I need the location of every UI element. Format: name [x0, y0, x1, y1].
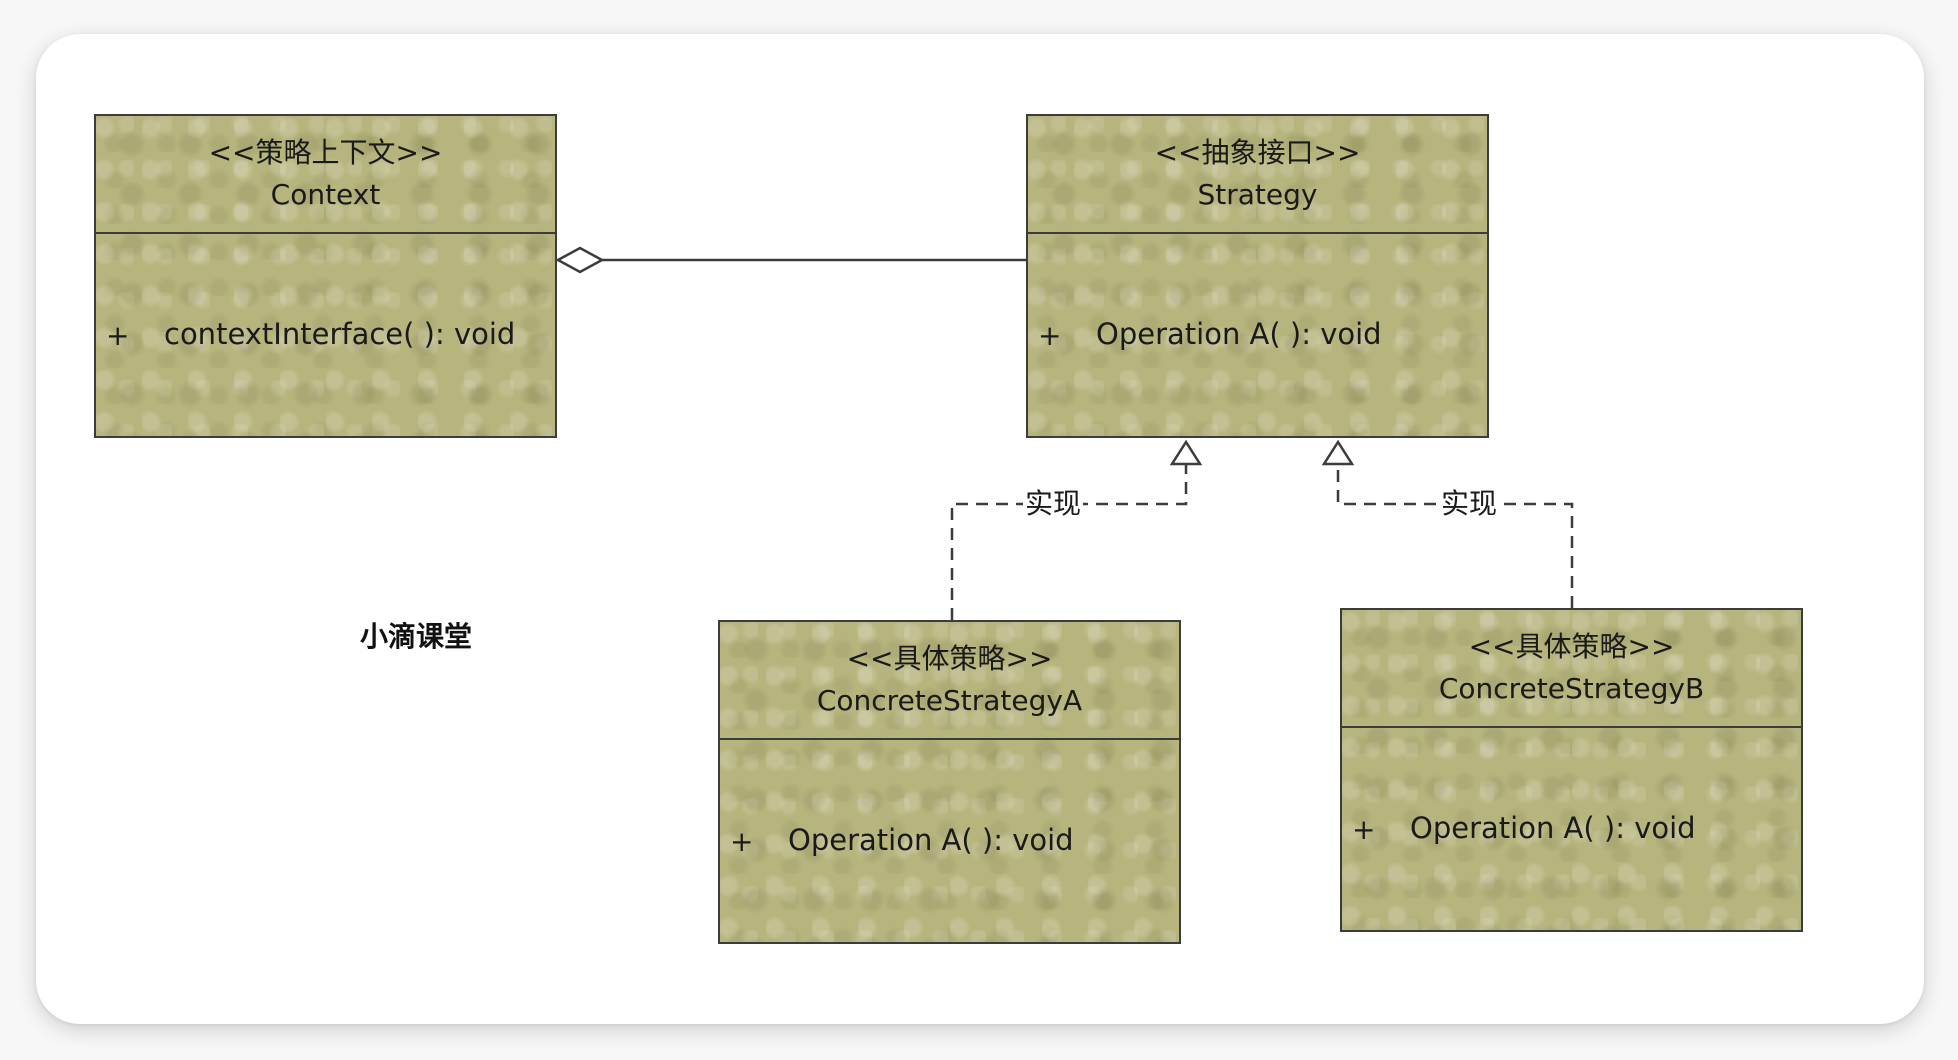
watermark-text: 小滴课堂 — [360, 620, 473, 653]
concrete-strategy-a-stereotype: <<具体策略>> — [846, 642, 1053, 675]
context-class-header: <<策略上下文>> Context — [96, 116, 555, 234]
context-method-visibility: + — [106, 319, 130, 352]
realization-b-label: 实现 — [1439, 487, 1500, 520]
realization-b-arrowhead — [1321, 439, 1355, 466]
concrete-strategy-b-class[interactable]: <<具体策略>> ConcreteStrategyB + Operation A… — [1340, 608, 1803, 932]
realization-a-line — [950, 464, 1188, 620]
context-stereotype: <<策略上下文>> — [208, 136, 443, 169]
concrete-strategy-a-method-visibility: + — [730, 825, 754, 858]
strategy-method-visibility: + — [1038, 319, 1062, 352]
context-class[interactable]: <<策略上下文>> Context + contextInterface( ):… — [94, 114, 557, 438]
realization-a — [950, 439, 1203, 620]
concrete-strategy-b-body: + Operation A( ): void — [1342, 728, 1801, 930]
aggregation-diamond — [555, 246, 605, 274]
strategy-class[interactable]: <<抽象接口>> Strategy + Operation A( ): void — [1026, 114, 1489, 438]
context-class-body: + contextInterface( ): void — [96, 234, 555, 436]
concrete-strategy-a-method: Operation A( ): void — [788, 823, 1074, 857]
realization-b-line — [1336, 464, 1574, 608]
strategy-stereotype: <<抽象接口>> — [1154, 136, 1361, 169]
strategy-class-header: <<抽象接口>> Strategy — [1028, 116, 1487, 234]
strategy-class-name: Strategy — [1197, 178, 1318, 211]
aggregation-relation — [555, 246, 1026, 274]
context-method: contextInterface( ): void — [164, 317, 516, 351]
concrete-strategy-b-method-visibility: + — [1352, 813, 1376, 846]
concrete-strategy-a-class[interactable]: <<具体策略>> ConcreteStrategyA + Operation A… — [718, 620, 1181, 944]
concrete-strategy-b-header: <<具体策略>> ConcreteStrategyB — [1342, 610, 1801, 728]
concrete-strategy-a-body: + Operation A( ): void — [720, 740, 1179, 942]
realization-a-label: 实现 — [1023, 487, 1084, 520]
context-class-name: Context — [270, 178, 381, 211]
concrete-strategy-b-method: Operation A( ): void — [1410, 811, 1696, 845]
strategy-class-body: + Operation A( ): void — [1028, 234, 1487, 436]
strategy-method: Operation A( ): void — [1096, 317, 1382, 351]
concrete-strategy-b-name: ConcreteStrategyB — [1438, 672, 1705, 705]
concrete-strategy-a-header: <<具体策略>> ConcreteStrategyA — [720, 622, 1179, 740]
concrete-strategy-a-name: ConcreteStrategyA — [816, 684, 1083, 717]
concrete-strategy-b-stereotype: <<具体策略>> — [1468, 630, 1675, 663]
realization-b — [1321, 439, 1574, 608]
realization-a-arrowhead — [1169, 439, 1203, 466]
